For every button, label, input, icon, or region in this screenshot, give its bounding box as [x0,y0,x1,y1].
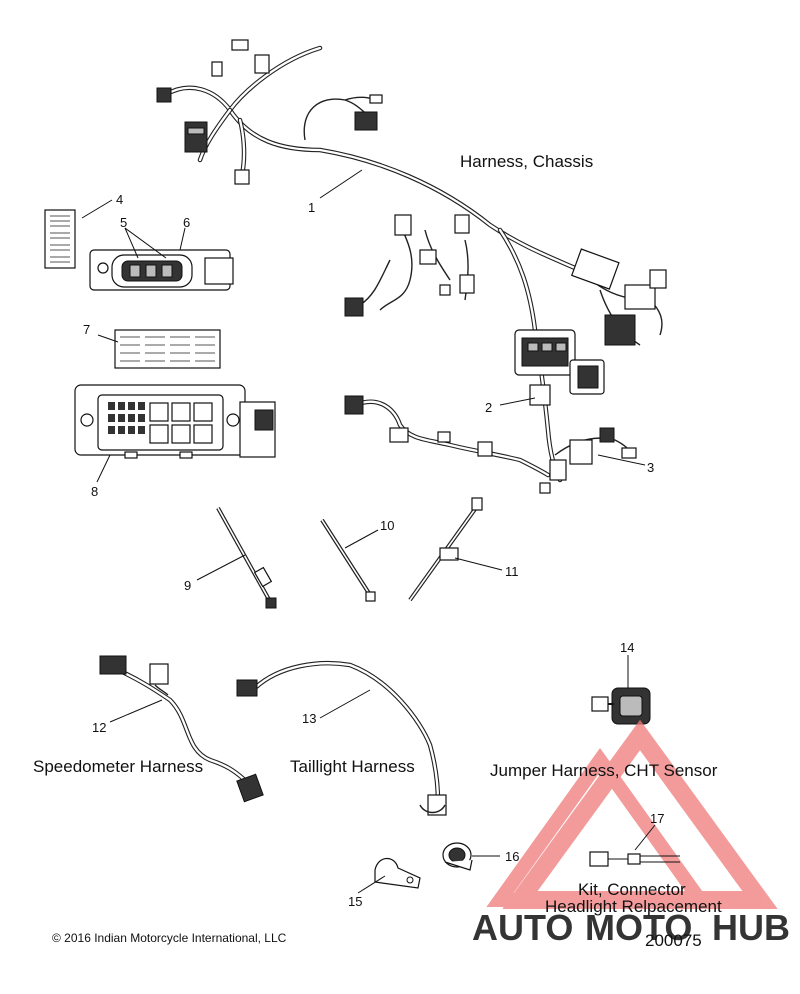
callout-8: 8 [91,484,98,499]
callout-17: 17 [650,811,664,826]
caption-speedometer-harness: Speedometer Harness [33,757,203,776]
callout-7: 7 [83,322,90,337]
watermark-hub: HUB [712,907,790,948]
fuse-box-assembly [514,329,605,395]
fuse-holder [89,249,234,291]
callout-12: 12 [92,720,106,735]
callout-2: 2 [485,400,492,415]
cable-tie-11 [408,497,483,602]
callout-13: 13 [302,711,316,726]
connector [231,39,249,51]
callout-15: 15 [348,894,362,909]
connector [354,111,378,131]
caption-taillight-harness: Taillight Harness [290,757,415,776]
callout-3: 3 [647,460,654,475]
clamp-15 [374,857,421,889]
caption-headlight-replacement: Headlight Relpacement [545,897,722,916]
caption-kit-connector: Kit, Connector [578,880,686,899]
cable-tie-10 [320,518,376,602]
watermark-logo [486,719,778,909]
fuse-label-sticker [44,209,76,269]
callout-16: 16 [505,849,519,864]
callout-5: 5 [120,215,127,230]
callout-9: 9 [184,578,191,593]
caption-jumper-harness: Jumper Harness, CHT Sensor [490,761,718,780]
copyright-notice: © 2016 Indian Motorcycle International, … [52,931,287,945]
connector [156,87,172,103]
connector [184,121,208,153]
diagram-number: 200075 [645,931,702,950]
clamp-16 [442,842,473,871]
watermark-moto: MOTO [585,907,692,948]
chassis-harness [156,39,667,494]
taillight-harness [236,661,447,816]
callout-numbers: 1 2 3 4 5 6 7 8 9 10 11 12 13 14 15 16 1… [83,192,664,909]
speedometer-harness [99,655,264,803]
connector [234,169,250,185]
cht-jumper-harness [591,687,651,725]
callout-6: 6 [183,215,190,230]
watermark-auto: AUTO [472,907,573,948]
callout-14: 14 [620,640,634,655]
callout-4: 4 [116,192,123,207]
captions: Harness, Chassis Speedometer Harness Tai… [33,152,722,916]
kit-connector [589,851,680,867]
relay-label-sticker [114,329,221,369]
callout-10: 10 [380,518,394,533]
callout-1: 1 [308,200,315,215]
callout-11: 11 [505,564,519,579]
leader-lines [81,169,656,894]
caption-harness-chassis: Harness, Chassis [460,152,593,171]
power-distribution-box [74,384,276,459]
cable-tie-9 [216,507,277,609]
watermark-text: AUTO MOTO HUB [472,907,790,948]
